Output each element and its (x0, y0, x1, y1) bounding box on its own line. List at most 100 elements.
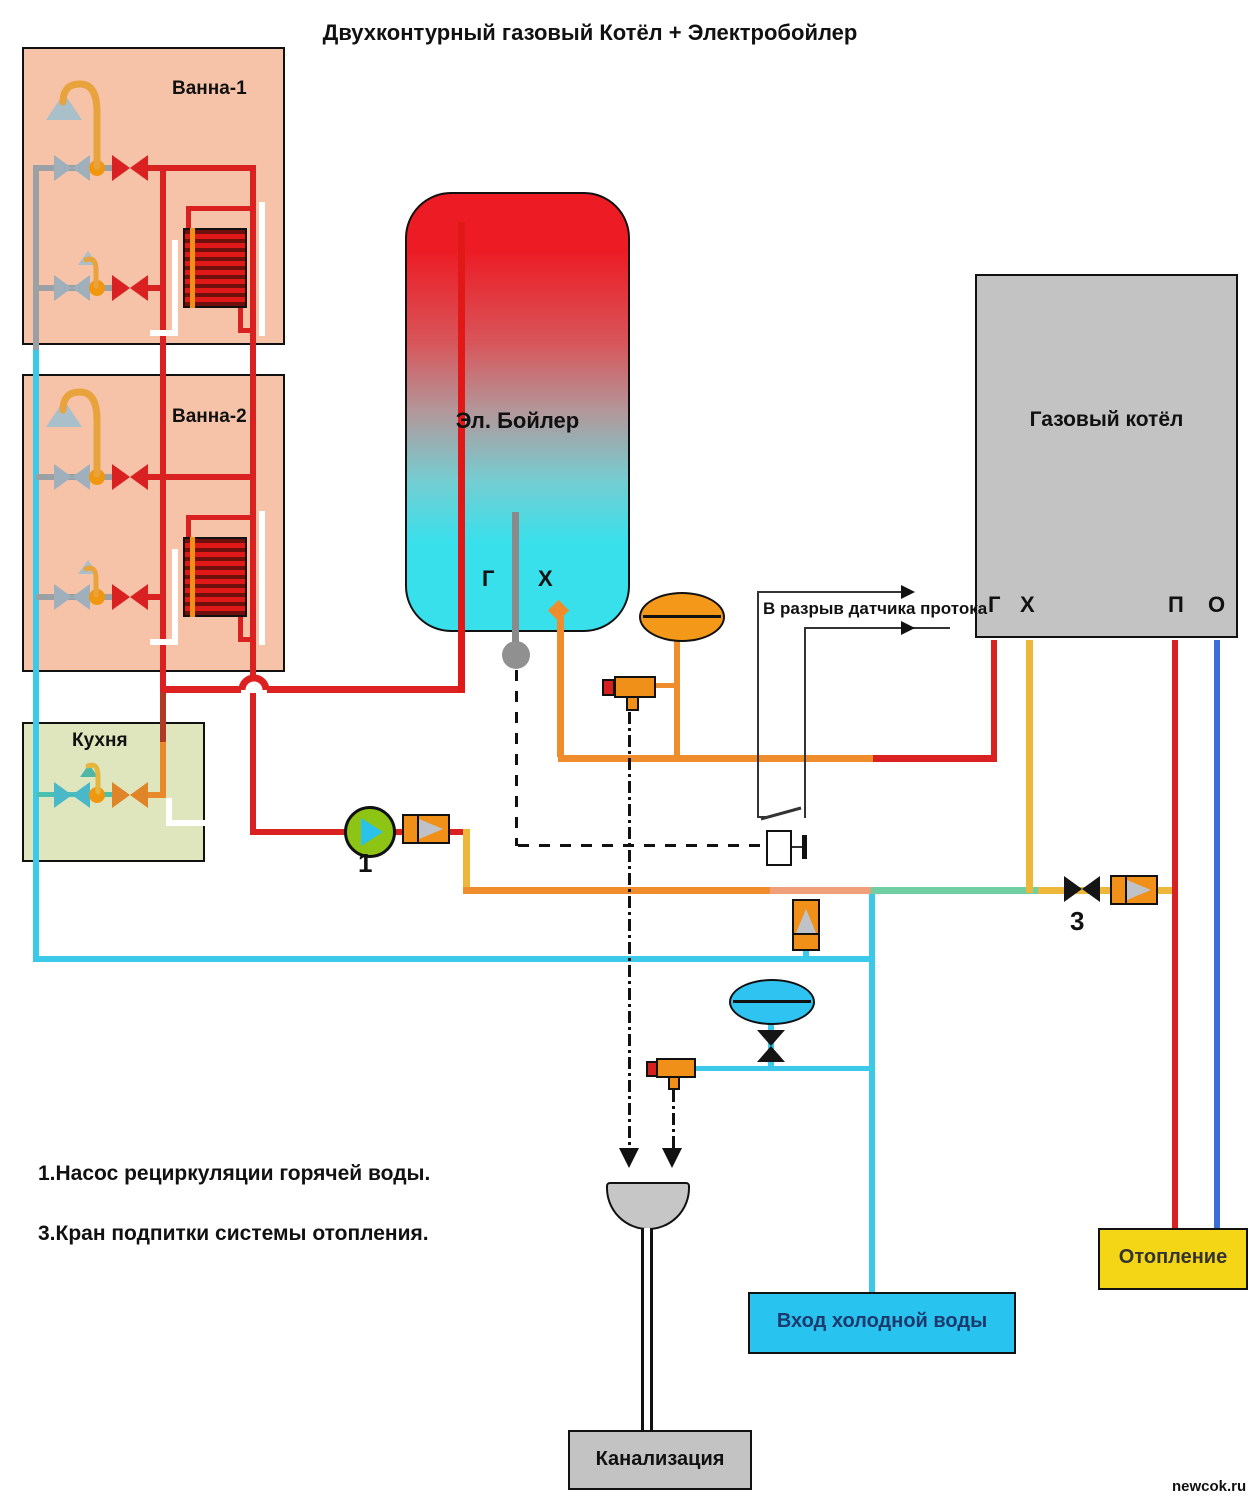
switch-blade (760, 806, 802, 821)
bath2-bypass-white-1 (172, 549, 178, 645)
safety-valve-lower-cap (646, 1061, 658, 1077)
elboiler-port-hot: Г (482, 566, 495, 591)
heating-box (1098, 1228, 1248, 1290)
bath1-coil-supply-h (186, 206, 256, 211)
pipe-makeup-yellow (1038, 887, 1175, 894)
bath1-hot-line-1 (146, 165, 256, 171)
wire-b-v (804, 628, 806, 818)
pipe-cold-bottom (33, 956, 875, 962)
safety-valve-upper-drain (626, 696, 639, 711)
check-valve-cold-feed (792, 899, 820, 951)
kitchen-label: Кухня (72, 730, 128, 751)
pipe-towel-return-riser (250, 168, 256, 835)
pipe-kitchen-hot (160, 742, 166, 798)
bath2-mixer-dot-1 (89, 469, 105, 485)
bath1-bypass-white-3 (259, 202, 265, 336)
makeup-valve-number: 3 (1070, 906, 1085, 936)
recirculation-pump (344, 806, 396, 858)
pipe-cold-tank-branch (693, 1066, 873, 1071)
pipe-dhw-orange (558, 755, 873, 762)
bath1-bypass-white-2 (150, 330, 176, 336)
pipe-orange-tank-stem (674, 640, 680, 760)
pipe-cold-riser-gray (33, 165, 39, 350)
gas-boiler (975, 274, 1238, 638)
safety-valve-lower (656, 1058, 696, 1078)
wire-a-h (757, 591, 903, 593)
bath1-hot-line-2 (146, 285, 166, 291)
pipe-mix-salmon (770, 887, 871, 894)
pipe-hot-riser-inner (160, 168, 166, 692)
bath1-bypass-white-1 (172, 240, 178, 336)
bath2-bypass-white-2 (150, 639, 176, 645)
bath1-cold-valve-1 (54, 155, 90, 181)
bath2-towel-radiator (183, 537, 247, 617)
sewer-stem (641, 1228, 653, 1432)
bath2-coil-supply-h (186, 515, 256, 520)
bath2-coil-return-h (238, 637, 256, 642)
bath2-hot-line-2 (146, 594, 166, 600)
bath1-coil-return-v (238, 304, 243, 332)
drain-line-lower (672, 1090, 675, 1148)
heating-box-label: Отопление (1118, 1246, 1228, 1268)
bath1-hot-valve-2 (112, 275, 148, 301)
bath2-coil-supply-v (186, 515, 191, 539)
cold-tank-valve (757, 1030, 785, 1062)
cold-inlet-label: Вход холодной воды (776, 1310, 988, 1332)
sensor-dashed-h (518, 844, 766, 847)
boiler-sensor-bulb (502, 641, 530, 669)
drain-arrow-1 (619, 1148, 639, 1168)
pipe-heating-return (1214, 640, 1220, 1230)
sewer-label: Канализация (595, 1448, 725, 1470)
check-valve-makeup (1110, 875, 1158, 905)
bath1-mixer-dot-1 (89, 160, 105, 176)
kitchen-hot-valve (112, 782, 148, 808)
kitchen-white-v (166, 798, 172, 826)
pipe-checkvalve-stub (803, 948, 809, 960)
pipe-cold-right-riser (869, 890, 875, 1294)
sewer-box (568, 1430, 752, 1490)
kitchen-hot-line (146, 792, 166, 798)
gasboiler-port-hot: Г (988, 592, 1001, 617)
drain-arrow-2 (662, 1148, 682, 1168)
pipe-mix-orange (463, 887, 770, 894)
watermark: newcok.ru (1172, 1478, 1247, 1495)
flow-sensor-annotation: В разрыв датчика протока (763, 599, 988, 618)
bath2-hot-line-1 (146, 474, 256, 480)
safety-valve-upper (614, 676, 656, 698)
bath2-cold-valve-2 (54, 584, 90, 610)
legend-line-2: 3.Кран подпитки системы отопления. (38, 1222, 429, 1245)
pump-number: 1 (358, 848, 373, 878)
pipe-gasboiler-hot-out (991, 640, 997, 760)
pipe-hot-riser-inner-dark (160, 692, 166, 742)
pipe-heating-supply (1172, 640, 1178, 1230)
elboiler-port-cold: Х (538, 566, 553, 591)
safety-valve-upper-cap (602, 679, 615, 696)
check-valve-recirc (402, 814, 450, 844)
drain-funnel (606, 1182, 690, 1230)
wire-a-v (757, 592, 759, 818)
electric-boiler-label: Эл. Бойлер (455, 408, 580, 433)
pipe-safety-connector (648, 683, 678, 688)
dhw-tank-membrane (643, 615, 721, 618)
coil-orange-line (190, 228, 195, 308)
coil-orange-line (190, 537, 195, 617)
sensor-dashed-v (515, 670, 518, 846)
kitchen-mixer-dot (89, 787, 105, 803)
wire-b-arrow (901, 621, 915, 635)
pipe-cold-riser-cyan (33, 350, 39, 962)
diagram-title: Двухконтурный газовый Котёл + Электробой… (322, 20, 858, 45)
boiler-sensor-stem (512, 512, 519, 646)
thermostat-box (766, 830, 792, 866)
pipe-mix-teal (871, 887, 1038, 894)
bath2-coil-return-v (238, 613, 243, 641)
pipe-dhw-red (873, 755, 997, 762)
safety-valve-lower-drain (668, 1076, 680, 1090)
gasboiler-port-return: О (1208, 592, 1226, 617)
pump-flow-icon (361, 818, 383, 846)
bath1-mixer-dot-2 (89, 280, 105, 296)
gasboiler-port-supply: П (1168, 592, 1184, 617)
bath1-cold-valve-2 (54, 275, 90, 301)
bath2-mixer-dot-2 (89, 589, 105, 605)
gas-boiler-label: Газовый котёл (1029, 408, 1184, 431)
